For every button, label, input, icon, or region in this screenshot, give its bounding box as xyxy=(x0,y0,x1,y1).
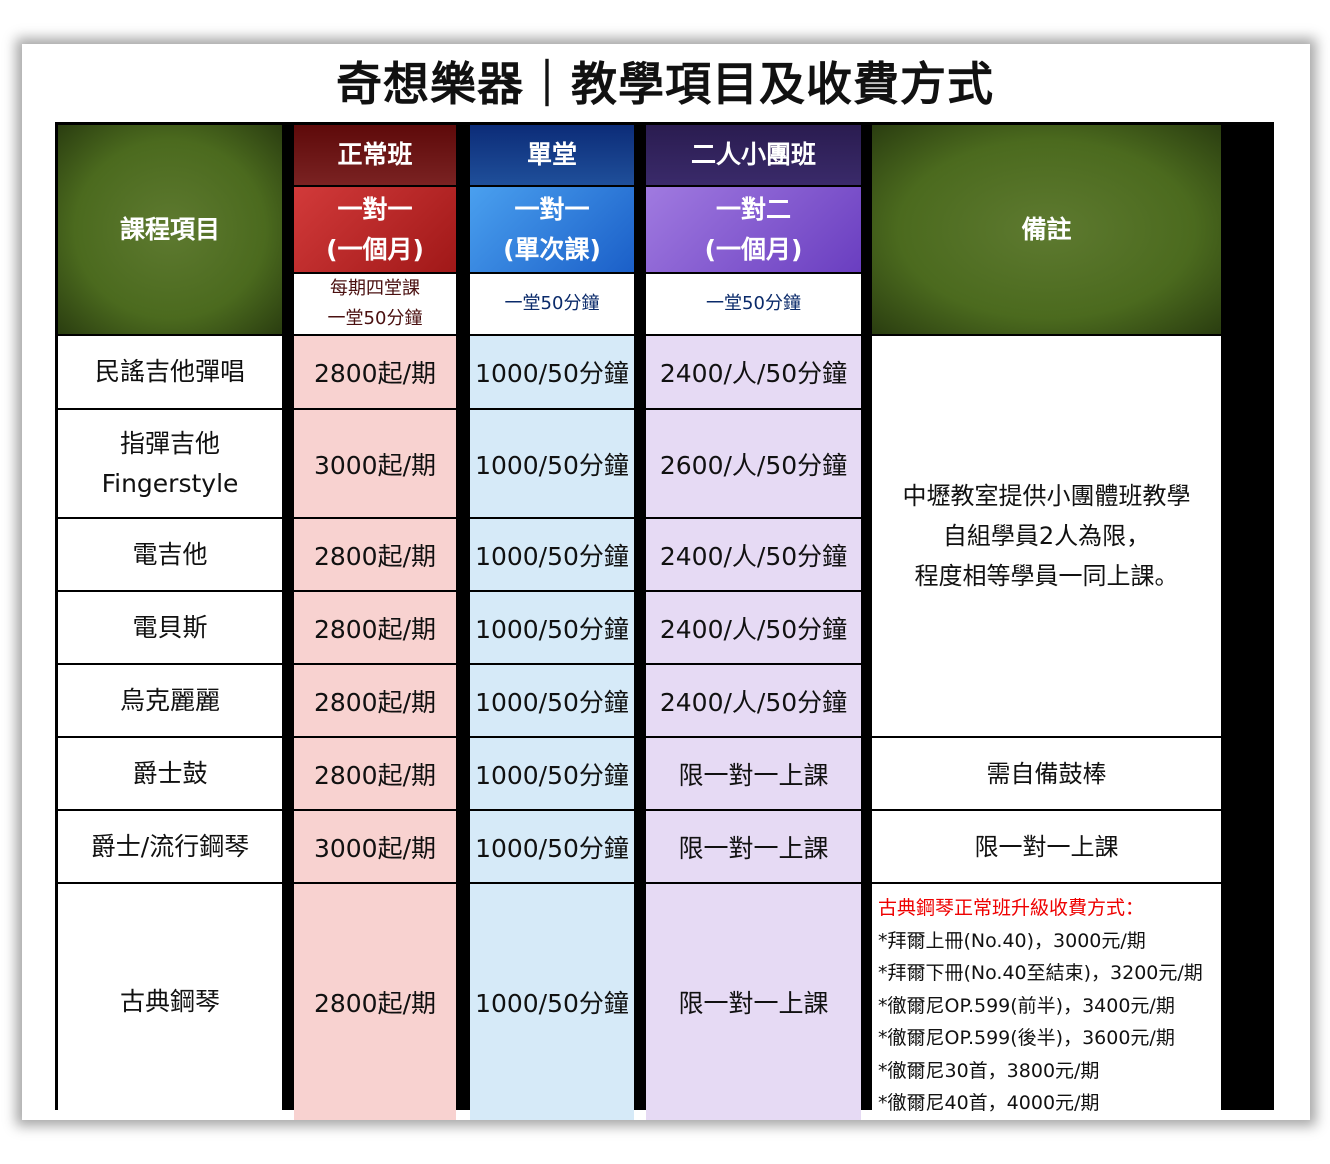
regular-price: 3000起/期 xyxy=(294,410,456,517)
single-price: 1000/50分鐘 xyxy=(470,811,634,882)
duo-price: 2400/人/50分鐘 xyxy=(646,592,861,663)
single-price: 1000/50分鐘 xyxy=(470,410,634,517)
detail-line: 每期四堂課 xyxy=(330,278,420,299)
type: 一對二 xyxy=(715,194,791,224)
type: 一對一 xyxy=(514,194,590,224)
course-name-line: 烏克麗麗 xyxy=(119,685,220,715)
course-name: 烏克麗麗 xyxy=(58,665,282,736)
header-single-detail: 一堂50分鐘 xyxy=(470,274,634,334)
course-name-line: 古典鋼琴 xyxy=(119,987,220,1016)
duo-price: 限一對一上課 xyxy=(646,811,861,882)
duo-price: 2400/人/50分鐘 xyxy=(646,336,861,408)
note-line: 中壢教室提供小團體班教學 xyxy=(902,482,1191,510)
header-regular-type: 一對一 (一個月) xyxy=(294,187,456,272)
course-name: 電貝斯 xyxy=(58,592,282,663)
regular-price: 2800起/期 xyxy=(294,884,456,1120)
course-name-line: Fingerstyle xyxy=(101,468,239,498)
drum-note: 需自備鼓棒 xyxy=(872,738,1221,809)
single-price: 1000/50分鐘 xyxy=(470,336,634,408)
course-name-line: 爵士/流行鋼琴 xyxy=(90,831,250,861)
classical-note-item: *徹爾尼30首，3800元/期 xyxy=(878,1059,1100,1082)
page-title: 奇想樂器｜教學項目及收費方式 xyxy=(336,57,994,111)
classical-note-item: *拜爾下冊(No.40至結束)，3200元/期 xyxy=(878,962,1203,984)
classical-note-item: *徹爾尼OP.599(後半)，3600元/期 xyxy=(878,1027,1175,1049)
header-regular-detail: 每期四堂課 一堂50分鐘 xyxy=(294,274,456,334)
regular-price: 2800起/期 xyxy=(294,665,456,736)
price-table: 課程項目 正常班 單堂 二人小團班 備註 一對一 (一個月) 一對一 (單次課)… xyxy=(55,122,1274,1120)
classical-note-title: 古典鋼琴正常班升級收費方式： xyxy=(878,897,1145,919)
classical-note-item: *拜爾上冊(No.40)，3000元/期 xyxy=(878,929,1146,952)
duo-price: 限一對一上課 xyxy=(646,738,861,809)
regular-price: 2800起/期 xyxy=(294,738,456,809)
single-price: 1000/50分鐘 xyxy=(470,592,634,663)
course-name-line: 民謠吉他彈唱 xyxy=(94,357,245,386)
header-note: 備註 xyxy=(872,125,1221,334)
header-duo-group: 二人小團班 xyxy=(646,125,861,185)
classical-note-item: *徹爾尼40首，4000元/期 xyxy=(878,1092,1100,1114)
regular-price: 2800起/期 xyxy=(294,519,456,590)
note-line: 程度相等學員一同上課。 xyxy=(914,562,1179,590)
period: (一個月) xyxy=(326,234,424,264)
regular-price: 3000起/期 xyxy=(294,811,456,882)
duo-price: 2600/人/50分鐘 xyxy=(646,410,861,517)
group-class-note: 中壢教室提供小團體班教學 自組學員2人為限， 程度相等學員一同上課。 xyxy=(872,336,1221,736)
period: (單次課) xyxy=(503,234,601,264)
regular-price: 2800起/期 xyxy=(294,336,456,408)
piano-note: 限一對一上課 xyxy=(872,811,1221,882)
header-single-group: 單堂 xyxy=(470,125,634,185)
note-line: 自組學員2人為限， xyxy=(942,522,1151,550)
header-duo-type: 一對二 (一個月) xyxy=(646,187,861,272)
course-name-line: 電吉他 xyxy=(132,539,208,569)
course-name: 爵士鼓 xyxy=(58,738,282,809)
course-name: 爵士/流行鋼琴 xyxy=(58,811,282,882)
classical-piano-note: 古典鋼琴正常班升級收費方式： *拜爾上冊(No.40)，3000元/期 *拜爾下… xyxy=(872,884,1221,1120)
period: (一個月) xyxy=(704,234,803,264)
header-duo-detail: 一堂50分鐘 xyxy=(646,274,861,334)
duo-price: 2400/人/50分鐘 xyxy=(646,519,861,590)
single-price: 1000/50分鐘 xyxy=(470,519,634,590)
course-name-line: 電貝斯 xyxy=(132,612,208,642)
header-single-type: 一對一 (單次課) xyxy=(470,187,634,272)
header-regular-group: 正常班 xyxy=(294,125,456,185)
course-name: 民謠吉他彈唱 xyxy=(58,336,282,408)
regular-price: 2800起/期 xyxy=(294,592,456,663)
single-price: 1000/50分鐘 xyxy=(470,665,634,736)
single-price: 1000/50分鐘 xyxy=(470,738,634,809)
course-name-line: 指彈吉他 xyxy=(119,428,220,458)
single-price: 1000/50分鐘 xyxy=(470,884,634,1120)
course-name-line: 爵士鼓 xyxy=(132,758,208,788)
duo-price: 限一對一上課 xyxy=(646,884,861,1120)
course-name: 電吉他 xyxy=(58,519,282,590)
type: 一對一 xyxy=(337,194,413,224)
course-name: 指彈吉他 Fingerstyle xyxy=(58,410,282,517)
detail-line: 一堂50分鐘 xyxy=(327,308,423,329)
header-course: 課程項目 xyxy=(58,125,282,334)
duo-price: 2400/人/50分鐘 xyxy=(646,665,861,736)
classical-note-item: *徹爾尼OP.599(前半)，3400元/期 xyxy=(878,994,1175,1017)
course-name: 古典鋼琴 xyxy=(58,884,282,1120)
